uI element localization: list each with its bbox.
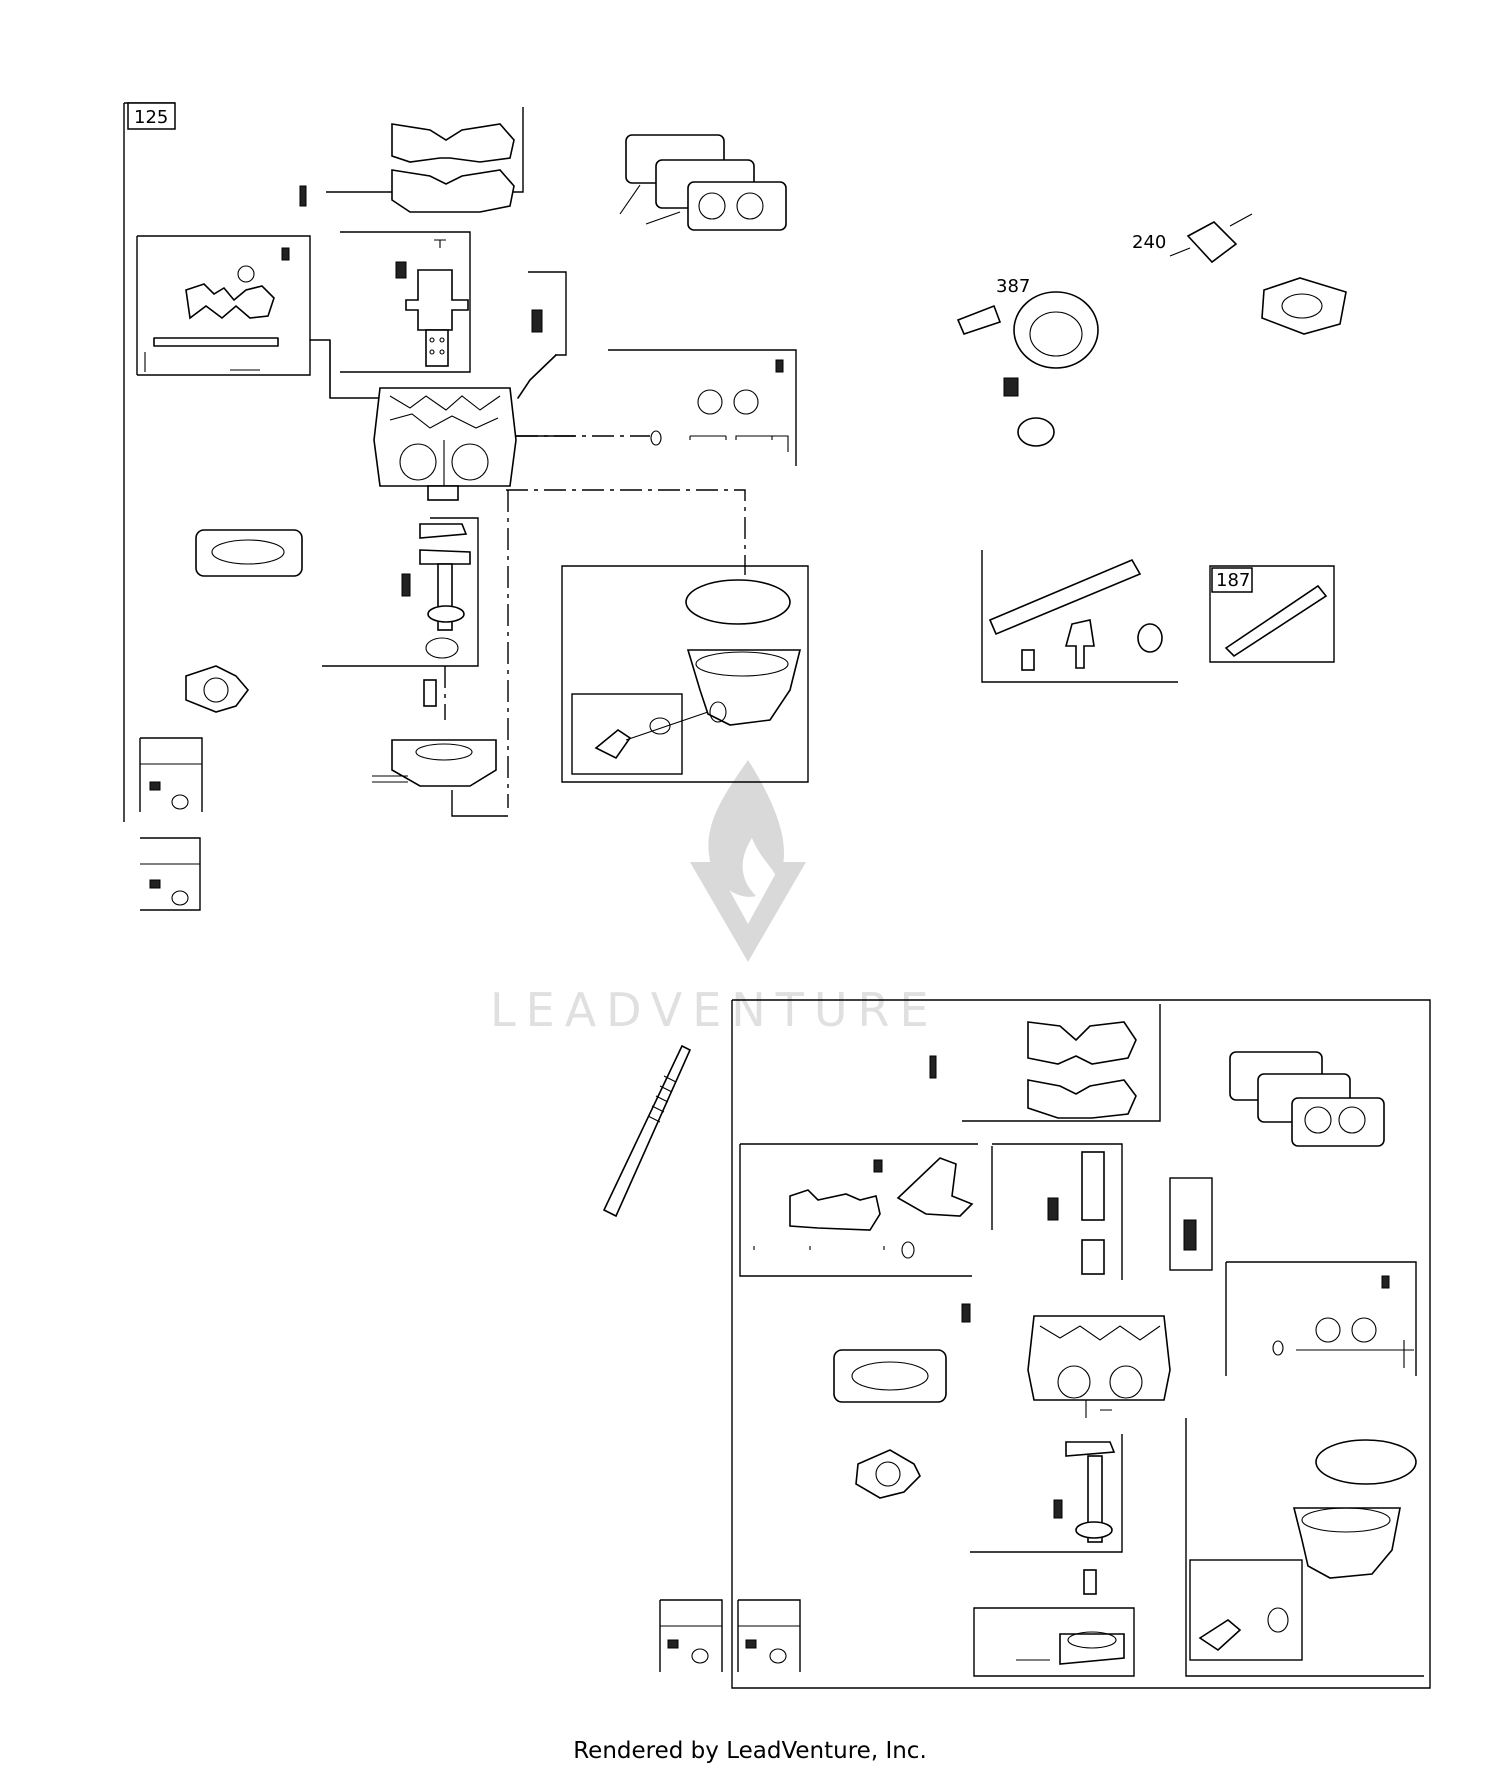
callout-125[interactable]: 125: [127, 102, 176, 130]
screw-icon: [401, 573, 411, 597]
inlet-needle: [423, 679, 437, 707]
screw-icon: [1381, 1275, 1390, 1289]
nut-icon: [149, 781, 161, 791]
callout-240[interactable]: 240: [1132, 232, 1166, 253]
float-hinge: [419, 549, 471, 565]
spring-icon: [1047, 1197, 1059, 1221]
float-bowl: [686, 649, 802, 726]
watermark-text: LEADVENTURE: [490, 983, 939, 1037]
throttle-shaft: [153, 337, 279, 347]
hose-clamp: [1017, 417, 1055, 447]
nut-icon: [667, 1639, 679, 1649]
callout-187[interactable]: 187: [1211, 567, 1253, 593]
footer-credit: Rendered by LeadVenture, Inc.: [573, 1738, 927, 1764]
fuel-fitting: [1064, 619, 1095, 669]
fuel-valve: [1137, 623, 1163, 653]
screw-icon: [1053, 1499, 1063, 1519]
drain-plug: [594, 729, 632, 760]
nut-icon: [149, 879, 161, 889]
mounting-gasket: [195, 529, 303, 577]
jet-screw-icon: [531, 309, 543, 333]
float-pin-top: [419, 523, 468, 539]
svg-text:125: 125: [134, 107, 168, 128]
screw-icon: [775, 359, 784, 373]
svg-text:387: 387: [996, 276, 1030, 297]
adapter-gasket: [185, 665, 250, 713]
carburetor-body: [373, 387, 517, 501]
screw-icon: [1003, 377, 1019, 397]
screw-icon: [281, 247, 290, 261]
watermark-logo: LEADVENTURE: [490, 760, 939, 1037]
fuel-pump-gasket: [1261, 277, 1347, 335]
spring-icon: [395, 261, 407, 279]
screw-icon: [961, 1303, 971, 1323]
fuel-pump-group: 240 387: [956, 213, 1347, 447]
fuel-hose: [988, 558, 1142, 636]
svg-text:240: 240: [1132, 232, 1166, 253]
fuel-filter: [1186, 221, 1238, 264]
throttle-lever: [896, 1157, 974, 1217]
screw-icon: [929, 1055, 937, 1079]
svg-text:187: 187: [1216, 570, 1250, 591]
nut-icon: [745, 1639, 757, 1649]
upper-carburetor-assembly: 125: [123, 102, 809, 911]
callout-387[interactable]: 387: [996, 276, 1030, 297]
air-cleaner-gasket-lower: [391, 169, 515, 213]
air-cleaner-gasket-upper: [391, 123, 515, 163]
screw-icon: [873, 1159, 883, 1173]
fuel-line-stub: [956, 304, 1002, 335]
intake-gasket-set: [619, 134, 787, 231]
carburetor-body-lower: [1027, 1315, 1171, 1401]
fuel-line-187: [1224, 584, 1328, 658]
cleaning-brush: [602, 1044, 692, 1218]
screw-icon: [299, 185, 307, 207]
throttle-plate-set: [185, 283, 275, 320]
lower-carburetor-assembly: [602, 999, 1431, 1689]
jet-screw-icon: [1183, 1219, 1197, 1251]
float-bowl-oring: [685, 579, 791, 625]
fuel-pump: [1013, 291, 1099, 369]
choke-bracket: [405, 269, 469, 331]
fuel-line-group: 187: [981, 550, 1335, 683]
carburetor-float: [391, 739, 497, 787]
